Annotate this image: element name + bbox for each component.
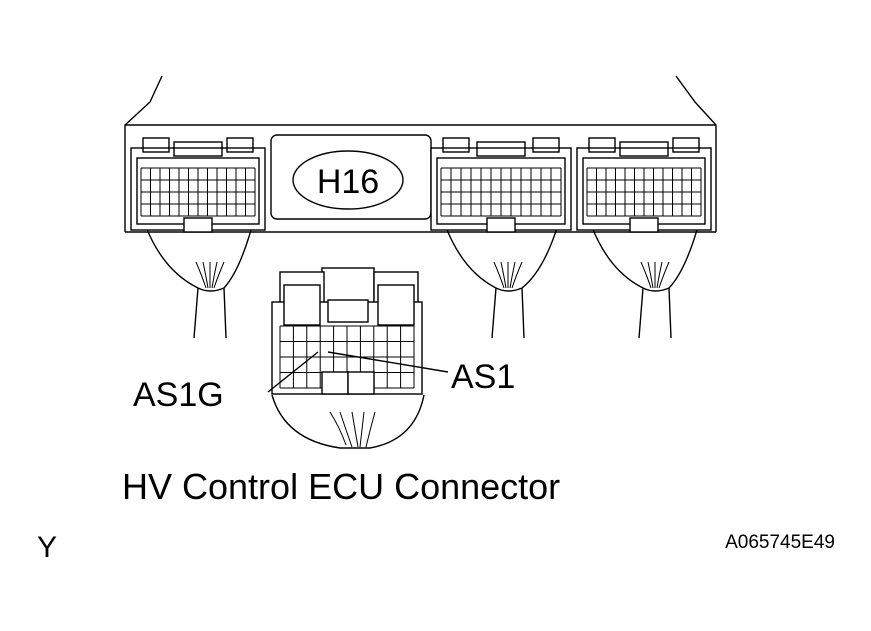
as1g-pointer-line [267, 351, 319, 393]
as1g-pin-label: AS1G [133, 376, 224, 414]
as1-pointer-line [327, 351, 449, 373]
h16-label-plate: H16 [270, 134, 432, 220]
header-connector-middle [430, 137, 572, 339]
figure-id: A065745E49 [725, 532, 835, 553]
corner-letter: Y [37, 531, 57, 564]
header-connector-left [130, 137, 266, 339]
ecu-housing [124, 75, 717, 233]
connector-code-label: H16 [317, 163, 379, 201]
harness-connector-plug [271, 267, 425, 449]
plug-terminal-grid [279, 325, 415, 395]
header-connector-right [576, 137, 712, 339]
ecu-header-connectors [130, 137, 712, 339]
diagram-caption: HV Control ECU Connector [122, 466, 560, 507]
as1-pin-label: AS1 [451, 358, 515, 396]
